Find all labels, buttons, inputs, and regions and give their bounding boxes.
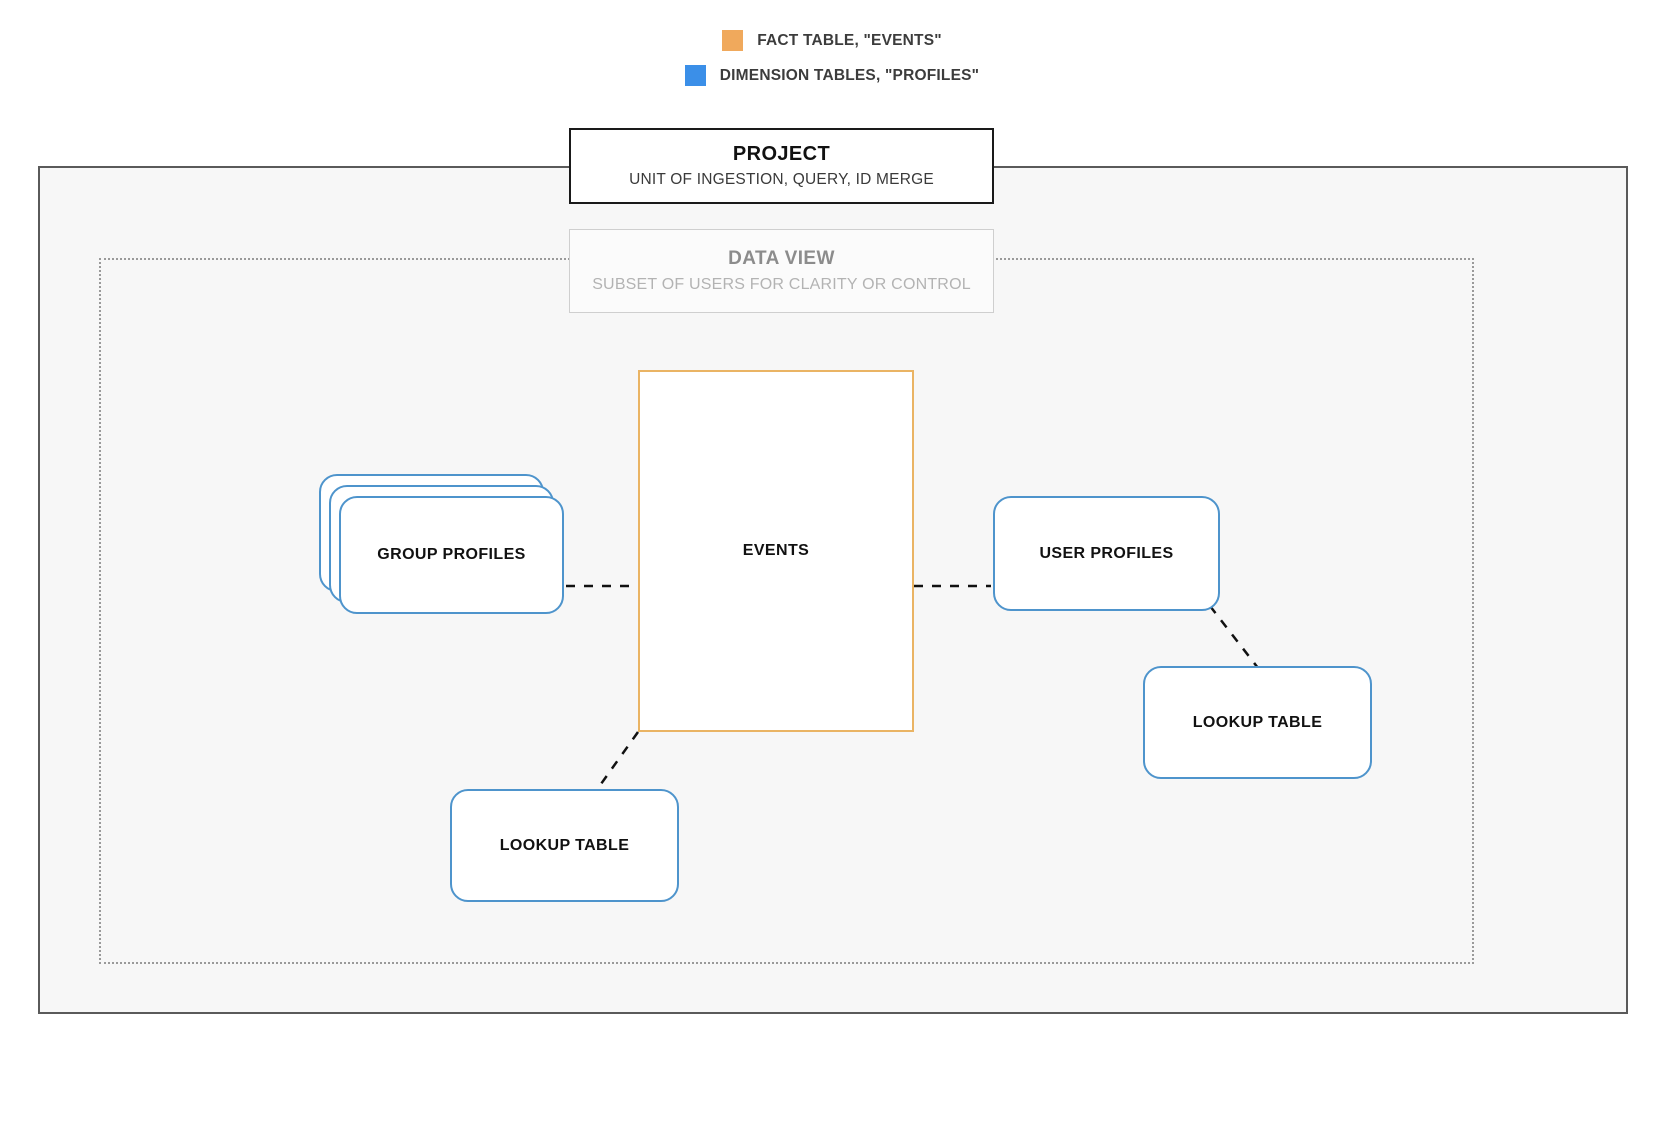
data-view-subtitle: SUBSET OF USERS FOR CLARITY OR CONTROL <box>592 276 971 293</box>
node-lookup-table-left: LOOKUP TABLE <box>450 789 679 902</box>
project-subtitle: UNIT OF INGESTION, QUERY, ID MERGE <box>629 171 934 188</box>
node-lookup-table-left-label: LOOKUP TABLE <box>499 836 630 854</box>
node-lookup-table-right: LOOKUP TABLE <box>1143 666 1372 779</box>
node-group-profiles: GROUP PROFILES <box>339 496 564 614</box>
node-events: EVENTS <box>638 370 914 732</box>
project-label-box: PROJECT UNIT OF INGESTION, QUERY, ID MER… <box>569 128 994 204</box>
node-lookup-table-right-label: LOOKUP TABLE <box>1192 713 1323 731</box>
legend-item-fact-table: FACT TABLE, "EVENTS" <box>722 30 942 51</box>
square-swatch-orange-icon <box>722 30 744 51</box>
node-group-profiles-label: GROUP PROFILES <box>377 546 526 563</box>
data-view-title: DATA VIEW <box>728 248 835 269</box>
node-events-label: EVENTS <box>742 542 810 559</box>
data-view-label-box: DATA VIEW SUBSET OF USERS FOR CLARITY OR… <box>569 229 994 313</box>
project-title: PROJECT <box>732 143 831 165</box>
square-swatch-blue-icon <box>684 65 706 86</box>
legend-label-dimension-tables: DIMENSION TABLES, "PROFILES" <box>719 66 980 84</box>
legend-item-dimension-tables: DIMENSION TABLES, "PROFILES" <box>684 65 980 86</box>
node-user-profiles: USER PROFILES <box>993 496 1220 611</box>
node-user-profiles-label: USER PROFILES <box>1039 544 1174 562</box>
legend-label-fact-table: FACT TABLE, "EVENTS" <box>757 31 942 49</box>
legend: FACT TABLE, "EVENTS" DIMENSION TABLES, "… <box>0 30 1664 86</box>
